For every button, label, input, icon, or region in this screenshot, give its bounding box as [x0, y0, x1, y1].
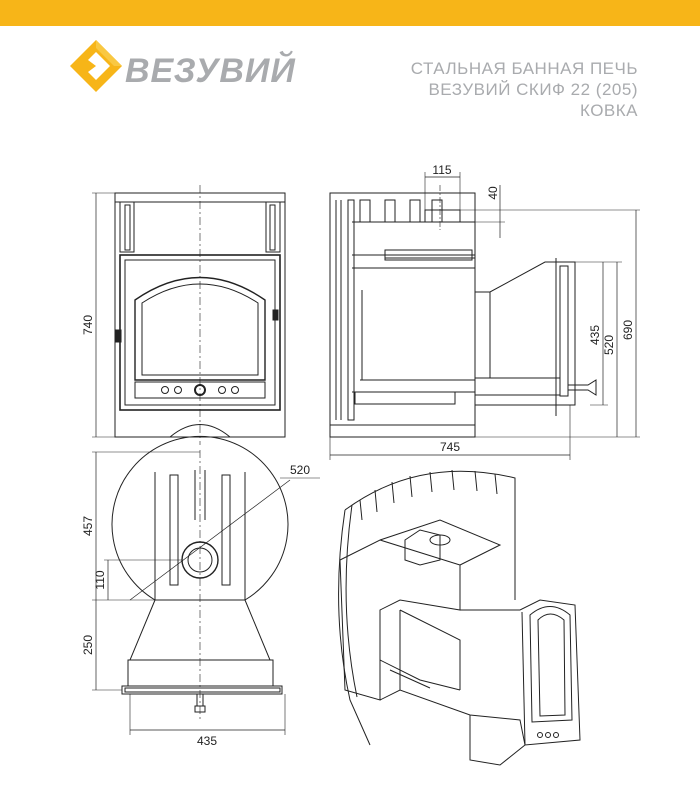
side-view: [329, 172, 640, 460]
dim-top-width: 435: [197, 734, 217, 748]
dim-top-width: 115: [432, 163, 451, 177]
dim-tunnel-length: 250: [81, 635, 95, 655]
title-line-1: СТАЛЬНАЯ БАННАЯ ПЕЧЬ: [410, 59, 638, 78]
top-view: [92, 435, 320, 735]
top-accent-bar: [0, 0, 700, 26]
title-line-3: КОВКА: [579, 101, 638, 120]
dim-door-height: 435: [588, 325, 602, 345]
dim-top-depth: 457: [81, 516, 95, 536]
product-title: СТАЛЬНАЯ БАННАЯ ПЕЧЬ ВЕЗУВИЙ СКИФ 22 (20…: [411, 58, 638, 121]
title-line-2: ВЕЗУВИЙ СКИФ 22 (205): [428, 80, 638, 99]
dim-top-height: 40: [486, 186, 500, 200]
dim-front-height: 740: [81, 315, 95, 335]
brand-name: ВЕЗУВИЙ: [125, 52, 296, 90]
brand-logo: [70, 40, 122, 92]
dim-top-offset: 110: [93, 570, 107, 589]
vesuvius-diamond-logo-icon: [70, 40, 122, 92]
dim-top-radius: 520: [290, 463, 310, 477]
dim-total-length: 745: [440, 440, 460, 454]
dim-firebox-height: 520: [602, 335, 616, 355]
front-view: [92, 185, 286, 445]
dim-total-height: 690: [621, 320, 635, 340]
isometric-cutaway-view: [338, 469, 581, 766]
